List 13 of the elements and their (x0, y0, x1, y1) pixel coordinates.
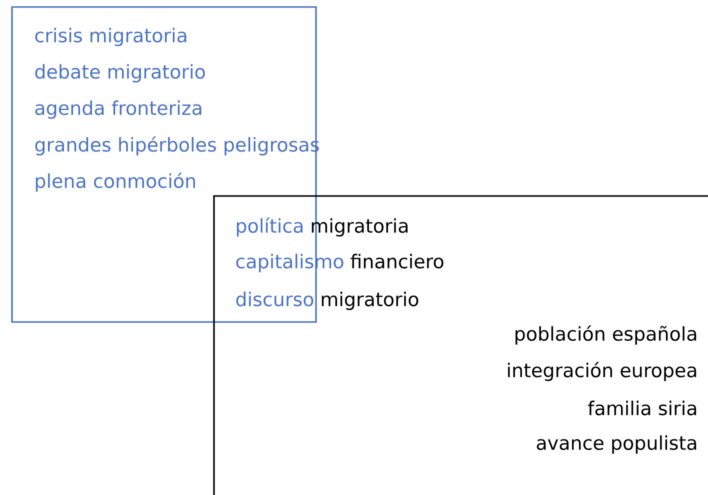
term: política (236, 217, 303, 237)
term: familia siria (588, 400, 696, 416)
term: debate migratorio (35, 64, 205, 82)
term: integración europea (508, 362, 696, 382)
term: discurso (236, 292, 314, 306)
frame-box (213, 195, 708, 495)
term: plena conmoción (36, 172, 195, 192)
term: financiero (350, 254, 444, 268)
term: agenda fronteriza (35, 100, 202, 119)
term: migratorio (322, 292, 418, 310)
term: avance populista (536, 435, 696, 454)
term: crisis migratoria (35, 28, 186, 46)
term: población española (516, 325, 696, 345)
